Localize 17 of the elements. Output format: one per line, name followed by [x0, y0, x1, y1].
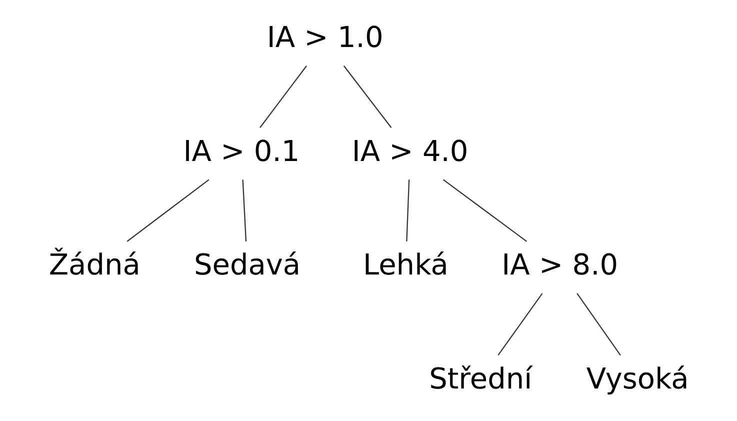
connector [259, 66, 306, 128]
connector [442, 179, 527, 242]
connector [342, 66, 392, 128]
node-text: IA > 0.1 [182, 134, 300, 168]
connector [497, 293, 542, 356]
connector [576, 293, 620, 356]
node-text: IA > 1.0 [266, 20, 383, 54]
node-text: Sedavá [193, 248, 300, 282]
node-text: Žádná [48, 248, 140, 282]
node-text: IA > 8.0 [501, 248, 618, 282]
connector [242, 180, 246, 242]
node-text: Vysoká [586, 361, 688, 396]
connector [406, 180, 410, 242]
node-text: Střední [428, 361, 532, 396]
node-text: IA > 4.0 [351, 134, 468, 168]
connector [126, 179, 209, 242]
node-text: Lehká [362, 248, 448, 282]
